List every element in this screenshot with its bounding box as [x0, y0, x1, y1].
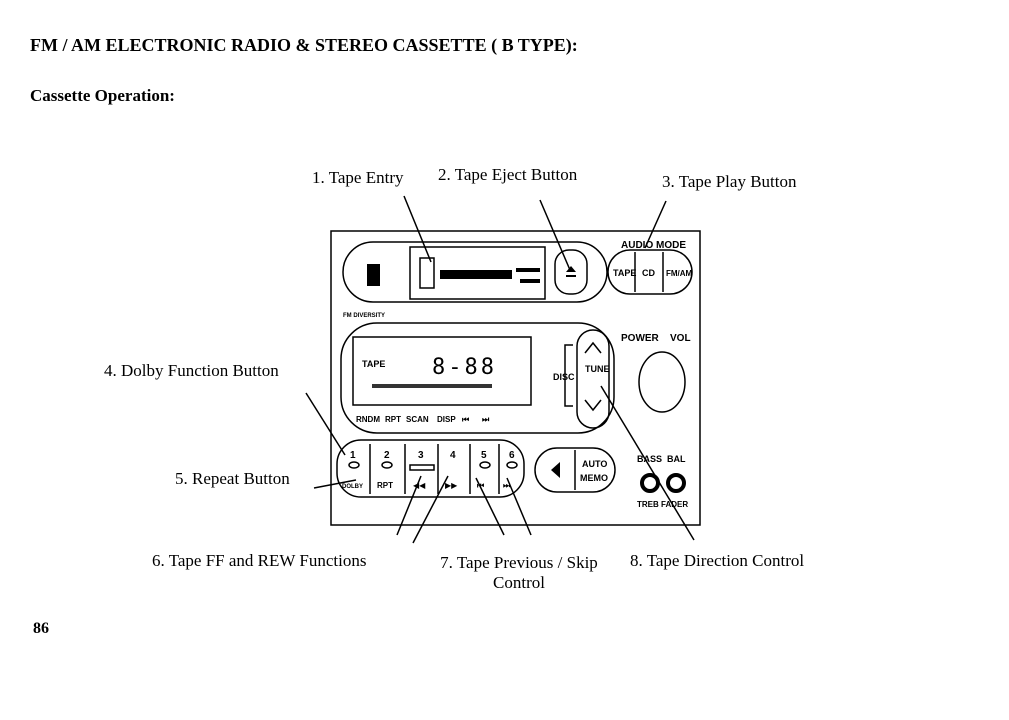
bass-label: BASS [637, 454, 662, 464]
fm-diversity-label: FM DIVERSITY [343, 313, 385, 319]
bass-treb-knob[interactable] [640, 473, 660, 493]
bal-label: BAL [667, 454, 686, 464]
callout-prev-skip: 7. Tape Previous / Skip Control [424, 553, 614, 593]
fader-label: FADER [661, 500, 688, 509]
callout-tape-play: 3. Tape Play Button [662, 172, 797, 191]
volume-knob[interactable] [638, 351, 686, 413]
tune-label: TUNE [585, 364, 610, 374]
ff-icon: ▶▶ [445, 481, 458, 490]
disc-bracket [564, 344, 573, 407]
rndm-label: RNDM [356, 415, 380, 424]
auto-label: AUTO [582, 459, 607, 469]
audio-mode-group [607, 249, 693, 295]
callout-tape-eject: 2. Tape Eject Button [438, 165, 578, 184]
power-label: POWER [621, 333, 660, 344]
dolby-sub-label: DOLBY [342, 484, 363, 490]
skip-icon: ⏭ [503, 481, 511, 490]
preset-6-button[interactable]: 6 [509, 450, 515, 461]
audio-mode-label: AUDIO MODE [621, 240, 686, 251]
scan-label: SCAN [406, 415, 429, 424]
direction-arrow-icon [551, 462, 560, 478]
cd-button[interactable]: CD [642, 268, 655, 278]
page-heading: FM / AM ELECTRONIC RADIO & STEREO CASSET… [30, 35, 578, 55]
disp-label: DISP [437, 415, 456, 424]
eject-button[interactable] [554, 249, 588, 295]
section-heading: Cassette Operation: [30, 86, 175, 105]
preset-2-button[interactable]: 2 [384, 450, 390, 461]
preset-panel [336, 439, 525, 498]
display-digits: 8-88 [432, 355, 497, 380]
callout-tape-entry: 1. Tape Entry [312, 168, 404, 187]
cassette-logo [367, 264, 380, 286]
cassette-panel [342, 241, 608, 303]
callout-dolby: 4. Dolby Function Button [104, 361, 279, 380]
memo-label: MEMO [580, 473, 608, 483]
prev-track-icon: ⏮ [462, 415, 469, 424]
bal-fader-knob[interactable] [666, 473, 686, 493]
radio-faceplate [330, 230, 701, 526]
prev-icon: ⏮ [477, 481, 484, 490]
tape-door [409, 246, 546, 300]
callout-prev-skip-line2: Control [493, 573, 545, 592]
display-panel [340, 322, 615, 434]
preset-5-button[interactable]: 5 [481, 450, 487, 461]
callout-ff-rew: 6. Tape FF and REW Functions [152, 551, 367, 570]
tape-slot [419, 257, 435, 289]
disc-label: DISC [553, 372, 575, 382]
preset-1-button[interactable]: 1 [350, 450, 356, 461]
treb-label: TREB [637, 500, 659, 509]
page-number: 86 [33, 620, 49, 637]
vol-label: VOL [670, 333, 691, 344]
rpt-label: RPT [385, 415, 401, 424]
next-track-icon: ⏭ [482, 415, 490, 424]
callout-direction: 8. Tape Direction Control [630, 551, 805, 570]
auto-memo-group [534, 447, 616, 493]
eject-icon [566, 266, 576, 272]
callout-prev-skip-line1: 7. Tape Previous / Skip [440, 553, 598, 572]
tape-button[interactable]: TAPE [613, 268, 636, 278]
fm-am-button[interactable]: FM/AM [666, 269, 693, 278]
display-tape-label: TAPE [362, 359, 385, 369]
rew-icon: ◀◀ [413, 481, 426, 490]
lcd-screen [352, 336, 532, 406]
mechanism-label [440, 270, 512, 279]
callout-repeat: 5. Repeat Button [175, 469, 290, 488]
preset-4-button[interactable]: 4 [450, 450, 456, 461]
preset-3-button[interactable]: 3 [418, 450, 424, 461]
rpt-sub-label: RPT [377, 481, 393, 490]
tune-rocker[interactable] [576, 329, 610, 429]
